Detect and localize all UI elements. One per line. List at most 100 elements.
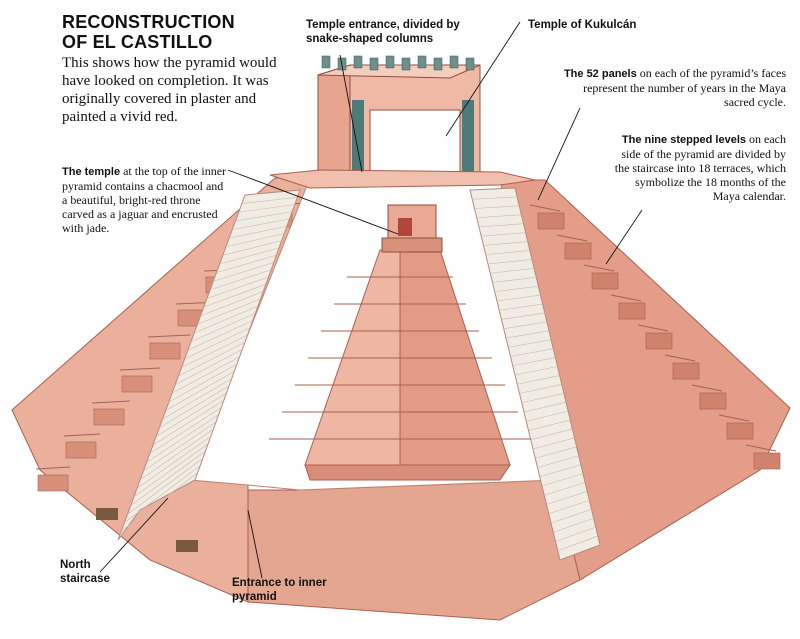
- stair-step: [546, 491, 588, 505]
- label-52-panels-text: on each of the pyramid’s faces represent…: [583, 66, 786, 109]
- right-terrace-panel: [564, 242, 592, 260]
- stair-step: [162, 378, 232, 420]
- stair-step: [535, 446, 577, 459]
- stair-step: [539, 464, 581, 478]
- right-terrace-edge: [529, 204, 561, 212]
- stair-step: [159, 385, 230, 429]
- stair-step: [485, 250, 530, 256]
- intro-text: This shows how the pyramid would have lo…: [62, 55, 277, 125]
- stair-step: [512, 357, 556, 367]
- left-terrace-edge: [63, 433, 101, 437]
- stair-step: [499, 303, 543, 311]
- stair-step: [553, 517, 594, 533]
- stair-step: [238, 204, 295, 213]
- stair-step: [474, 205, 520, 209]
- roof-crenel: [449, 55, 459, 69]
- stair-step: [232, 218, 290, 230]
- roof-crenel: [321, 55, 331, 69]
- stair-step: [508, 339, 552, 348]
- label-52-panels: The 52 panels on each of the pyramid’s f…: [552, 66, 786, 109]
- leader-north-staircase: [99, 497, 169, 573]
- left-terrace-panel: [37, 474, 69, 492]
- stair-step: [481, 232, 526, 237]
- stair-step: [120, 472, 198, 532]
- stair-step: [229, 225, 287, 239]
- jaguar-throne: [398, 218, 412, 236]
- right-terraces: [529, 204, 781, 470]
- stair-step: [216, 254, 277, 273]
- stair-step: [514, 366, 558, 376]
- stair-step: [178, 341, 246, 377]
- stair-step: [476, 214, 522, 219]
- leader-levels: [605, 209, 643, 265]
- stair-step: [555, 526, 596, 542]
- right-terrace-panel: [591, 272, 619, 290]
- left-terrace-panel: [149, 342, 181, 360]
- label-nine-levels-title: The nine stepped levels: [621, 134, 747, 146]
- stair-step: [472, 196, 518, 200]
- left-terrace-edge: [147, 334, 191, 338]
- stair-step: [219, 247, 280, 265]
- roof-crenel: [401, 57, 411, 71]
- stair-step: [146, 414, 219, 463]
- left-terrace-panel: [65, 441, 97, 459]
- stair-step: [550, 509, 592, 524]
- right-terrace-panel: [618, 302, 646, 320]
- right-terrace-edge: [583, 264, 615, 272]
- leader-inner-temple: [227, 169, 399, 235]
- stair-step: [490, 268, 535, 274]
- stair-step: [149, 407, 222, 455]
- stair-step: [175, 349, 243, 386]
- right-terrace-edge: [691, 384, 723, 392]
- serpent-head-left: [96, 508, 118, 520]
- roof-crenel: [369, 57, 379, 71]
- stair-step: [184, 327, 251, 360]
- stair-step: [124, 465, 201, 523]
- stair-step: [168, 363, 238, 403]
- stair-step: [494, 285, 539, 293]
- roof-crenel: [465, 57, 475, 71]
- serpent-head-right: [176, 540, 198, 552]
- roof-crenel: [385, 55, 395, 69]
- stair-step: [487, 259, 533, 265]
- leader-panels: [537, 107, 581, 201]
- stair-step: [528, 419, 571, 431]
- label-52-panels-title: The 52 panels: [563, 68, 637, 80]
- upper-platform: [269, 169, 536, 189]
- label-inner-temple-title: The temple: [62, 166, 121, 178]
- stair-step: [510, 348, 554, 357]
- stair-step: [194, 305, 259, 334]
- label-entrance-inner: Entrance to inner pyramid: [232, 577, 327, 603]
- leader-temple-entrance: [339, 54, 363, 173]
- left-terrace-edge: [119, 367, 161, 371]
- right-terrace-edge: [556, 234, 588, 242]
- right-terrace-edge: [664, 354, 696, 362]
- stair-step: [155, 392, 227, 437]
- temple-cutaway: [369, 109, 461, 176]
- snake-column-right: [462, 100, 474, 180]
- stair-step: [152, 399, 225, 446]
- stair-step: [526, 410, 569, 422]
- leader-kukulcan: [445, 21, 521, 137]
- snake-column-left: [352, 100, 364, 180]
- label-temple-entrance: Temple entrance, divided by snake-shaped…: [306, 19, 460, 45]
- stair-step: [165, 370, 235, 411]
- stair-step: [127, 458, 204, 515]
- stair-step: [557, 535, 598, 552]
- stair-step: [544, 482, 586, 496]
- page-title: RECONSTRUCTION OF EL CASTILLO: [62, 12, 235, 52]
- inner-pyramid-front: [304, 464, 511, 481]
- label-inner-temple: The temple at the top of the inner pyram…: [62, 164, 230, 235]
- label-inner-temple-text: at the top of the inner pyramid contains…: [62, 164, 227, 235]
- right-terrace-panel: [645, 332, 673, 350]
- leader-entrance-inner: [247, 509, 263, 579]
- stair-step: [505, 330, 550, 339]
- stair-step: [143, 421, 217, 472]
- label-temple-kukulcan: Temple of Kukulcán: [528, 19, 637, 31]
- stair-step: [503, 321, 547, 330]
- label-nine-levels: The nine stepped levels on each side of …: [608, 132, 786, 203]
- stair-step: [517, 375, 560, 385]
- stair-step: [483, 241, 528, 246]
